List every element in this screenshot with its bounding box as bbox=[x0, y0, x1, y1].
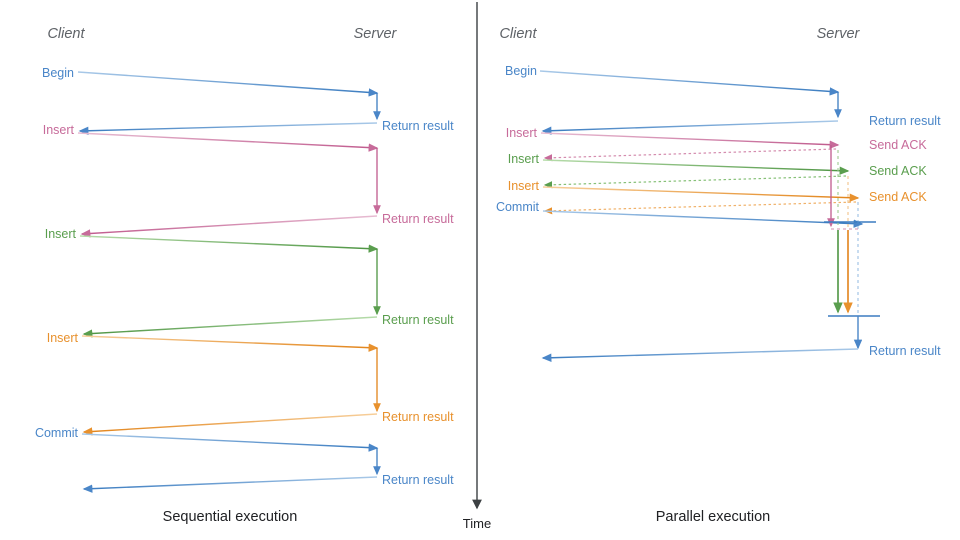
right-client-label-insert-2: Insert bbox=[508, 152, 540, 166]
right-msg-insert1-ack bbox=[543, 148, 837, 162]
right-msg-insert1-request bbox=[540, 132, 840, 149]
time-axis: Time bbox=[463, 2, 491, 531]
time-axis-label: Time bbox=[463, 516, 491, 531]
right-server-label-return-2: Return result bbox=[869, 344, 941, 358]
left-server-labels: Return result Return result Return resul… bbox=[382, 119, 454, 487]
right-server-label-ack-1: Send ACK bbox=[869, 138, 927, 152]
right-client-label-insert-1: Insert bbox=[506, 126, 538, 140]
left-msg-insert1-return bbox=[80, 215, 378, 238]
left-panel: Client Server Begin bbox=[35, 26, 454, 525]
left-msg-insert2-request bbox=[79, 235, 379, 253]
right-msg-insert3-request bbox=[542, 186, 860, 202]
left-server-label-return-1: Return result bbox=[382, 119, 454, 133]
left-msg-insert3-return bbox=[82, 413, 378, 436]
right-header-client: Client bbox=[499, 26, 537, 42]
left-header-server: Server bbox=[354, 26, 398, 42]
left-server-label-return-4: Return result bbox=[382, 410, 454, 424]
right-msg-insert2-request bbox=[542, 159, 850, 175]
right-client-labels: Begin Insert Insert Insert Commit bbox=[496, 64, 540, 214]
left-server-label-return-3: Return result bbox=[382, 313, 454, 327]
right-server-label-ack-2: Send ACK bbox=[869, 164, 927, 178]
left-msg-insert1-request bbox=[77, 132, 379, 152]
right-header-server: Server bbox=[817, 26, 861, 42]
left-msg-commit-request bbox=[81, 433, 379, 452]
left-msg-commit-return bbox=[82, 476, 378, 493]
right-client-label-insert-3: Insert bbox=[508, 179, 540, 193]
right-msg-insert2-ack bbox=[543, 175, 847, 189]
left-server-label-return-2: Return result bbox=[382, 212, 454, 226]
right-msg-commit-request bbox=[542, 210, 864, 228]
left-client-label-insert-3: Insert bbox=[47, 331, 79, 345]
right-client-label-commit: Commit bbox=[496, 200, 540, 214]
left-header-client: Client bbox=[47, 26, 85, 42]
left-msg-insert3-request bbox=[81, 335, 379, 352]
right-client-label-begin: Begin bbox=[505, 64, 537, 78]
right-server-label-ack-3: Send ACK bbox=[869, 190, 927, 204]
left-msg-begin-request bbox=[77, 71, 379, 97]
right-msg-begin-return bbox=[541, 120, 839, 135]
right-panel: Client Server bbox=[496, 26, 941, 525]
left-client-labels: Begin Insert Insert Insert Commit bbox=[35, 66, 79, 440]
left-server-label-return-5: Return result bbox=[382, 473, 454, 487]
left-client-label-begin: Begin bbox=[42, 66, 74, 80]
left-client-label-commit: Commit bbox=[35, 426, 79, 440]
left-client-label-insert-2: Insert bbox=[45, 227, 77, 241]
right-server-label-return-1: Return result bbox=[869, 114, 941, 128]
left-panel-caption: Sequential execution bbox=[163, 509, 298, 525]
right-msg-insert3-ack bbox=[543, 201, 857, 215]
left-msg-insert2-return bbox=[82, 316, 378, 338]
right-msg-commit-return bbox=[541, 348, 859, 362]
right-msg-begin-request bbox=[539, 70, 840, 96]
right-panel-caption: Parallel execution bbox=[656, 509, 770, 525]
left-msg-begin-return bbox=[78, 122, 378, 135]
right-server-labels: Return result Send ACK Send ACK Send ACK… bbox=[869, 114, 941, 358]
left-client-label-insert-1: Insert bbox=[43, 123, 75, 137]
